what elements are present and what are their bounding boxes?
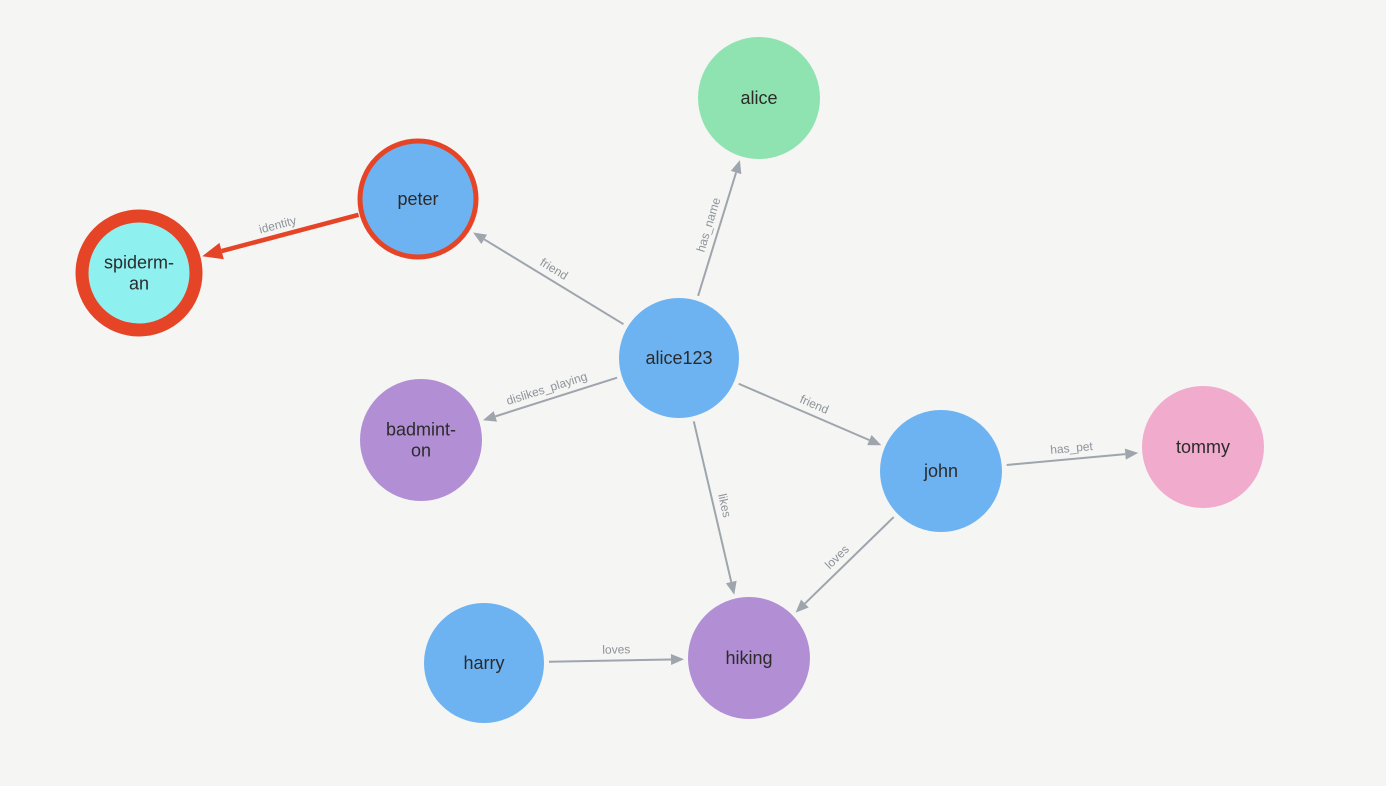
node-circle[interactable] xyxy=(75,209,203,337)
node-circle[interactable] xyxy=(1142,386,1264,508)
edge-john-tommy[interactable]: has_pet xyxy=(1006,439,1139,466)
edge-alice123-peter[interactable]: friend xyxy=(473,232,625,326)
edge-label[interactable]: has_pet xyxy=(1050,439,1094,457)
edge-label[interactable]: friend xyxy=(538,255,571,283)
node-alice[interactable]: alice xyxy=(698,37,820,159)
edge-arrowhead[interactable] xyxy=(1124,448,1139,460)
edge-line[interactable] xyxy=(548,658,672,663)
edge-alice123-alice[interactable]: has_name xyxy=(694,160,742,297)
edge-line[interactable] xyxy=(1006,453,1126,466)
node-badminton[interactable]: badmint-on xyxy=(360,379,482,501)
edge-john-hiking[interactable]: loves xyxy=(795,516,895,613)
node-circle[interactable] xyxy=(880,410,1002,532)
edge-label[interactable]: loves xyxy=(822,542,852,572)
node-alice123[interactable]: alice123 xyxy=(619,298,739,418)
node-harry[interactable]: harry xyxy=(424,603,544,723)
edge-arrowhead[interactable] xyxy=(795,599,809,613)
node-circle[interactable] xyxy=(424,603,544,723)
edge-label[interactable]: friend xyxy=(798,392,831,417)
edge-alice123-hiking[interactable]: likes xyxy=(692,421,737,595)
edge-peter-spiderman[interactable]: identity xyxy=(202,212,360,260)
edge-arrowhead[interactable] xyxy=(725,580,737,595)
edge-arrowhead[interactable] xyxy=(202,242,224,260)
edge-line[interactable] xyxy=(221,212,360,254)
node-john[interactable]: john xyxy=(880,410,1002,532)
node-circle[interactable] xyxy=(360,379,482,501)
node-circle[interactable] xyxy=(357,138,479,260)
edge-line[interactable] xyxy=(495,376,618,418)
node-circle[interactable] xyxy=(698,37,820,159)
edge-arrowhead[interactable] xyxy=(730,160,742,175)
edge-arrowhead[interactable] xyxy=(867,435,882,446)
edge-line[interactable] xyxy=(738,382,870,442)
node-hiking[interactable]: hiking xyxy=(688,597,810,719)
edge-arrowhead[interactable] xyxy=(670,653,685,665)
node-circle[interactable] xyxy=(619,298,739,418)
edge-label[interactable]: likes xyxy=(715,492,734,519)
edge-line[interactable] xyxy=(692,421,733,583)
edge-label[interactable]: dislikes_playing xyxy=(505,369,589,408)
edge-arrowhead[interactable] xyxy=(482,411,498,422)
edge-harry-hiking[interactable]: loves xyxy=(548,642,685,665)
edge-alice123-john[interactable]: friend xyxy=(738,382,882,446)
node-peter[interactable]: peter xyxy=(357,138,479,260)
node-circle[interactable] xyxy=(688,597,810,719)
edge-label[interactable]: loves xyxy=(602,642,630,657)
edge-alice123-badminton[interactable]: dislikes_playing xyxy=(482,369,618,422)
edge-line[interactable] xyxy=(804,516,895,605)
edge-arrowhead[interactable] xyxy=(473,232,488,245)
edge-line[interactable] xyxy=(697,172,738,297)
node-tommy[interactable]: tommy xyxy=(1142,386,1264,508)
edge-line[interactable] xyxy=(483,238,625,326)
node-spiderman[interactable]: spiderm-an xyxy=(75,209,203,337)
